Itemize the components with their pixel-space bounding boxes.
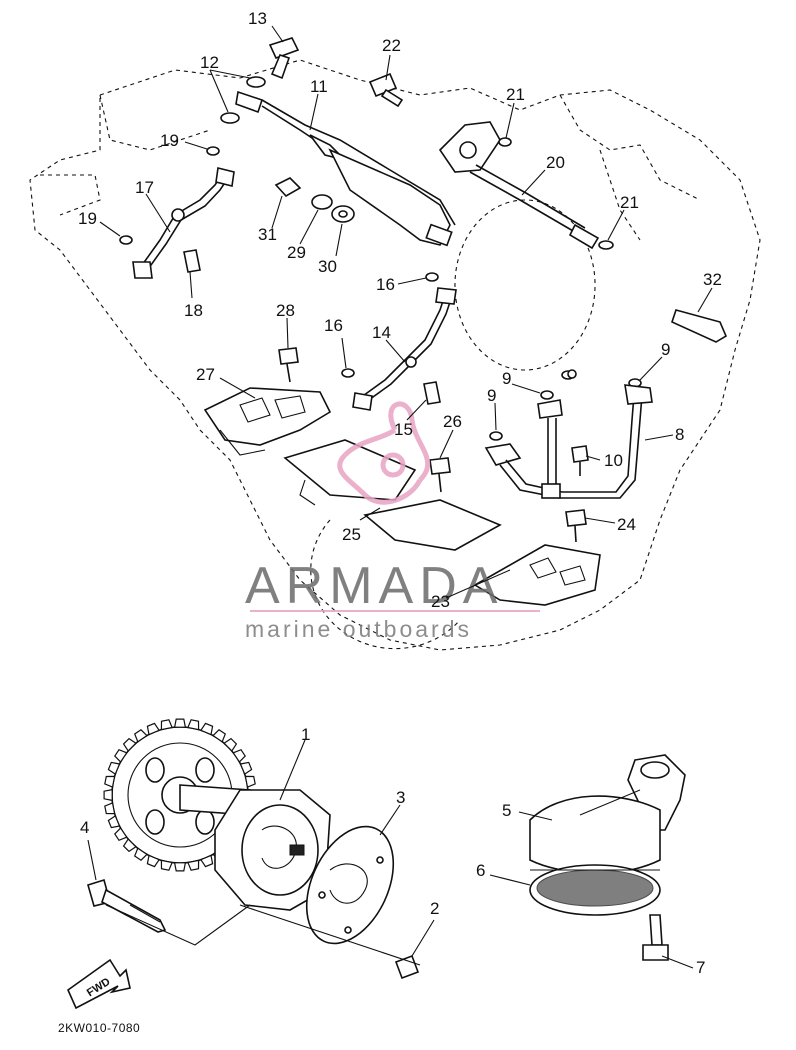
callout-16b: 16 xyxy=(324,316,343,335)
gear-tooth xyxy=(223,737,238,752)
callout-31: 31 xyxy=(258,225,277,244)
gear-tooth xyxy=(187,719,200,731)
upper-assembly xyxy=(119,37,728,606)
gear-tooth xyxy=(146,722,161,736)
baffle-25 xyxy=(283,439,502,551)
callout-14: 14 xyxy=(372,323,391,342)
watermark-tagline: marine outboards xyxy=(245,616,472,642)
callout-20: 20 xyxy=(546,153,565,172)
fwd-arrow: FWD xyxy=(67,958,131,1010)
callout-4: 4 xyxy=(80,818,89,837)
watermark-brand: ARMADA xyxy=(245,557,503,615)
gear-tooth xyxy=(122,737,137,752)
gear-tooth xyxy=(160,859,173,871)
gear-tooth xyxy=(114,748,128,763)
callout-10: 10 xyxy=(604,451,623,470)
oil-strainer-assembly xyxy=(529,754,686,961)
gear-tooth xyxy=(104,802,116,815)
callout-32: 32 xyxy=(703,270,722,289)
callout-21b: 21 xyxy=(620,193,639,212)
callout-7: 7 xyxy=(696,958,705,977)
pipe-8 xyxy=(484,384,653,499)
gear-tooth xyxy=(107,761,121,776)
gear-tooth xyxy=(114,827,128,842)
leader-lines xyxy=(87,25,713,969)
gear-tooth xyxy=(133,847,148,861)
callout-2: 2 xyxy=(430,899,439,918)
drawing-code: 2KW010-7080 xyxy=(58,1021,140,1035)
strainer-pipe-5 xyxy=(529,754,686,874)
gear-tooth xyxy=(173,718,187,728)
callout-30: 30 xyxy=(318,257,337,276)
gear-tooth xyxy=(187,859,200,871)
callout-27: 27 xyxy=(196,365,215,384)
callout-19a: 19 xyxy=(160,131,179,150)
callout-29: 29 xyxy=(287,243,306,262)
pipe-14 xyxy=(352,287,457,411)
callout-6: 6 xyxy=(476,861,485,880)
baffle-27 xyxy=(203,387,332,456)
callout-5: 5 xyxy=(502,801,511,820)
pipe-20 xyxy=(438,121,600,250)
callout-26: 26 xyxy=(443,412,462,431)
callout-24: 24 xyxy=(617,515,636,534)
gear-tooth xyxy=(199,854,214,868)
callout-18: 18 xyxy=(184,301,203,320)
callout-labels: 13 22 12 11 21 19 20 17 21 19 31 29 30 3… xyxy=(78,9,722,977)
gear-tooth xyxy=(244,775,256,788)
bolt-22 xyxy=(368,72,404,108)
pump-body-1 xyxy=(214,789,331,911)
gear-tooth xyxy=(104,775,116,788)
gear-tooth xyxy=(199,722,214,736)
callout-8: 8 xyxy=(675,425,684,444)
callout-17: 17 xyxy=(135,178,154,197)
gear-tooth xyxy=(239,761,253,776)
callout-1: 1 xyxy=(301,725,310,744)
gear-tooth xyxy=(212,729,227,743)
bolt-7 xyxy=(642,914,669,961)
gear-tooth xyxy=(160,719,173,731)
strainer-screen-6 xyxy=(529,864,661,916)
callout-12: 12 xyxy=(200,53,219,72)
gear-tooth xyxy=(232,748,246,763)
callout-9c: 9 xyxy=(487,386,496,405)
callout-21a: 21 xyxy=(506,85,525,104)
callout-23: 23 xyxy=(431,592,450,611)
callout-28: 28 xyxy=(276,301,295,320)
callout-25: 25 xyxy=(342,525,361,544)
callout-3: 3 xyxy=(396,788,405,807)
bolt-4 xyxy=(87,878,167,933)
callout-16a: 16 xyxy=(376,275,395,294)
pipe-17 xyxy=(132,167,235,279)
callout-9b: 9 xyxy=(502,369,511,388)
oil-pump-assembly xyxy=(87,718,421,980)
gear-tooth xyxy=(146,854,161,868)
propeller-logo xyxy=(337,401,431,505)
cover-plate-3 xyxy=(305,825,395,945)
callout-13: 13 xyxy=(248,9,267,28)
callout-19b: 19 xyxy=(78,209,97,228)
gear-tooth xyxy=(133,729,148,743)
gear-tooth xyxy=(103,788,113,802)
bolt-13 xyxy=(268,37,300,80)
callout-11: 11 xyxy=(310,77,328,96)
baffle-23 xyxy=(473,544,601,606)
hose-11 xyxy=(235,90,456,247)
gear-tooth xyxy=(107,814,121,829)
gear-tooth xyxy=(173,862,187,872)
callout-15: 15 xyxy=(394,420,413,439)
callout-22: 22 xyxy=(382,36,401,55)
gear-tooth xyxy=(122,838,137,853)
armada-watermark: ARMADA marine outboards xyxy=(245,401,540,642)
engine-block-outline xyxy=(29,59,761,651)
callout-9a: 9 xyxy=(661,340,670,359)
